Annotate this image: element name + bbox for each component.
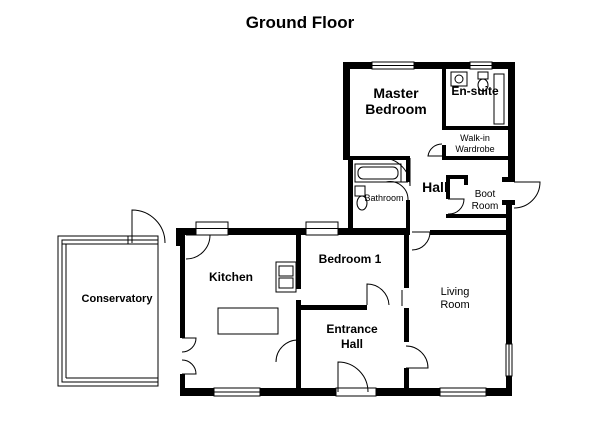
room-labels: Master Bedroom En-suite Walk-in Wardrobe… — [82, 84, 499, 351]
plan-title: Ground Floor — [246, 13, 355, 32]
label-kitchen: Kitchen — [209, 270, 253, 284]
label-hall: Hall — [422, 179, 448, 195]
door-swing-icon — [275, 339, 299, 363]
basin-icon — [450, 71, 468, 87]
door-swing-icon — [385, 181, 409, 201]
door-swing-icon — [131, 209, 166, 244]
door-swing-icon — [405, 345, 429, 369]
label-bathroom: Bathroom — [364, 193, 403, 203]
door-swing-icon — [447, 198, 465, 215]
label-living-room-2: Room — [440, 299, 469, 311]
label-bedroom-1: Bedroom 1 — [319, 252, 382, 266]
label-conservatory: Conservatory — [82, 293, 154, 305]
label-boot-room-1: Boot — [475, 189, 496, 200]
door-swing-icon — [185, 234, 211, 260]
sink-icon — [275, 261, 297, 293]
label-living-room-1: Living — [441, 286, 470, 298]
label-boot-room-2: Room — [472, 201, 499, 212]
doors — [181, 143, 541, 393]
door-swing-icon — [337, 361, 369, 393]
label-walk-in-2: Wardrobe — [455, 144, 494, 154]
door-swing-icon — [381, 157, 411, 187]
label-entrance-hall-1: Entrance — [326, 322, 378, 336]
door-swing-icon — [411, 231, 431, 251]
label-master-bedroom-2: Bedroom — [365, 101, 426, 117]
bath-icon — [493, 73, 505, 125]
walls — [176, 61, 515, 397]
conservatory — [57, 209, 166, 387]
door-swing-icon — [181, 359, 197, 375]
label-en-suite: En-suite — [451, 84, 499, 98]
label-walk-in-1: Walk-in — [460, 133, 490, 143]
bath-icon — [354, 163, 402, 183]
door-swing-icon — [513, 181, 541, 209]
door-swing-icon — [366, 283, 390, 306]
kitchen-counter — [217, 307, 279, 335]
door-swing-icon — [427, 143, 444, 157]
label-entrance-hall-2: Hall — [341, 337, 363, 351]
toilet-icon — [477, 71, 489, 80]
door-swing-icon — [181, 337, 197, 353]
label-master-bedroom-1: Master — [373, 85, 419, 101]
fixtures — [217, 71, 505, 335]
